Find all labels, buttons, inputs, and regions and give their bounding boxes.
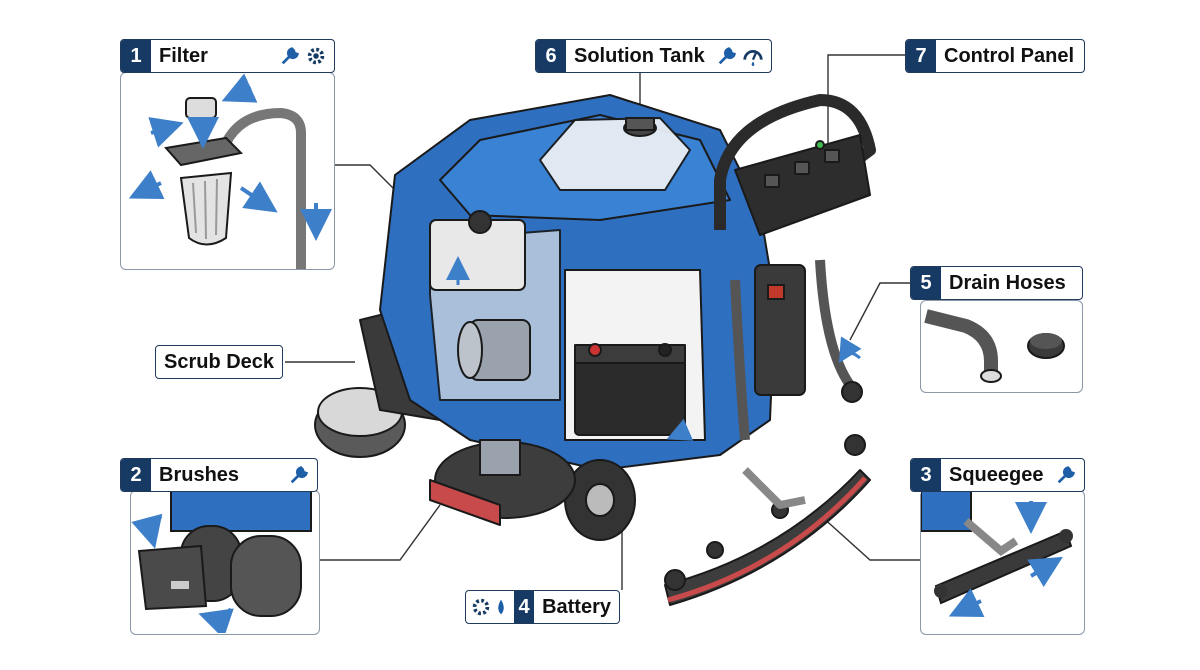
callout-filter: 1 Filter bbox=[120, 39, 335, 73]
wrench-icon bbox=[290, 466, 308, 484]
gear-icon bbox=[472, 598, 490, 616]
wrench-icon bbox=[1057, 466, 1075, 484]
callout-label: Battery bbox=[542, 595, 611, 618]
wrench-icon bbox=[281, 47, 299, 65]
wrench-icon bbox=[718, 47, 736, 65]
callout-number: 7 bbox=[906, 40, 936, 72]
callout-label: Drain Hoses bbox=[949, 271, 1066, 294]
drop-icon bbox=[498, 599, 504, 615]
callout-number: 3 bbox=[911, 459, 941, 491]
callout-battery: 4 Battery bbox=[465, 590, 620, 624]
drain-hoses-detail-panel bbox=[920, 300, 1083, 393]
machine-flow-arrows bbox=[446, 256, 862, 441]
squeegee-detail-illustration bbox=[920, 490, 1073, 618]
drain-hoses-detail-illustration bbox=[924, 309, 1065, 383]
callout-number: 1 bbox=[121, 40, 151, 72]
callout-number: 2 bbox=[121, 459, 151, 491]
solution-tank-body bbox=[539, 117, 691, 191]
gear-icon bbox=[307, 47, 325, 65]
drain-hose bbox=[924, 309, 998, 376]
callout-label: Squeegee bbox=[949, 463, 1044, 486]
callout-scrub-deck: Scrub Deck bbox=[155, 345, 283, 379]
brushes-detail-illustration bbox=[131, 490, 312, 639]
brushes-detail-panel bbox=[130, 490, 320, 639]
squeegee-detail-panel bbox=[920, 490, 1085, 635]
callout-solution-tank: 6 Solution Tank bbox=[535, 39, 772, 73]
control-panel-console bbox=[734, 134, 871, 236]
callout-label: Solution Tank bbox=[574, 44, 705, 67]
callout-number: 6 bbox=[536, 40, 566, 72]
squeegee-blade bbox=[664, 469, 871, 606]
callout-control-panel: 7 Control Panel bbox=[905, 39, 1085, 73]
callout-label: Filter bbox=[159, 44, 208, 67]
callout-drain-hoses: 5 Drain Hoses bbox=[910, 266, 1083, 300]
callout-squeegee: 3 Squeegee bbox=[910, 458, 1085, 492]
callout-label: Control Panel bbox=[944, 44, 1075, 67]
callout-number: 5 bbox=[911, 267, 941, 299]
callout-label: Brushes bbox=[159, 463, 240, 486]
filter-detail-illustration bbox=[128, 73, 332, 293]
gauge-icon bbox=[743, 50, 763, 67]
scrubber-machine bbox=[314, 94, 876, 606]
callout-brushes: 2 Brushes bbox=[120, 458, 318, 492]
filter-detail-panel bbox=[120, 72, 335, 293]
callout-number: 4 bbox=[514, 591, 535, 623]
squeegee-blade-detail bbox=[934, 529, 1073, 605]
callout-label: Scrub Deck bbox=[164, 350, 275, 373]
